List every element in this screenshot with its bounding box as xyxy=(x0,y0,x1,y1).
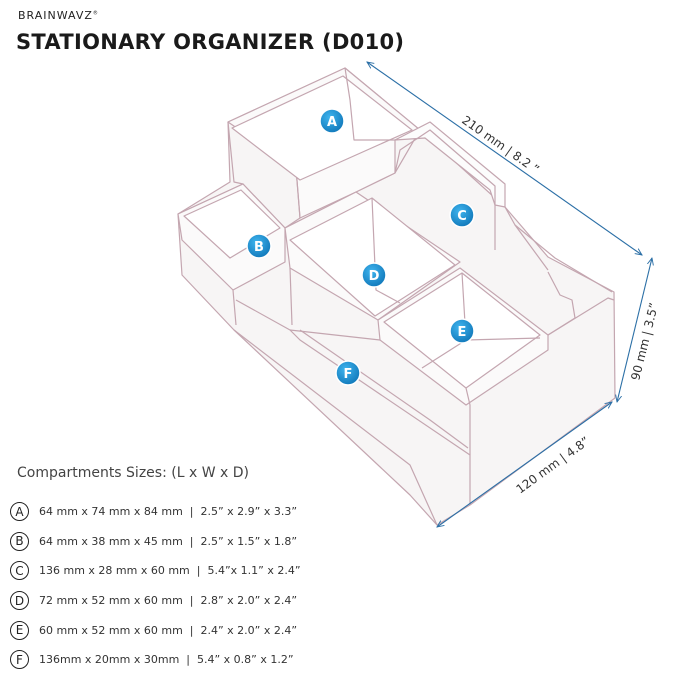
sizes-heading: Compartments Sizes: (L x W x D) xyxy=(17,465,249,481)
width-dimension-line xyxy=(437,402,612,527)
size-row-d: D 72 mm x 52 mm x 60 mm | 2.8” x 2.0” x … xyxy=(10,586,301,616)
badge-f-label: F xyxy=(344,367,353,382)
size-text-e: 60 mm x 52 mm x 60 mm | 2.4” x 2.0” x 2.… xyxy=(39,623,298,637)
size-text-c: 136 mm x 28 mm x 60 mm | 5.4”x 1.1” x 2.… xyxy=(39,564,301,578)
page-title: STATIONARY ORGANIZER (D010) xyxy=(16,30,405,54)
size-row-b: B 64 mm x 38 mm x 45 mm | 2.5” x 1.5” x … xyxy=(10,527,301,557)
size-text-f: 136mm x 20mm x 30mm | 5.4” x 0.8” x 1.2” xyxy=(39,653,294,667)
badge-b-label: B xyxy=(254,240,264,255)
badge-c-label: C xyxy=(457,209,467,224)
brand-logo: BRAINWAVZ® xyxy=(18,9,99,22)
badge-a-label: A xyxy=(327,115,337,130)
size-text-a: 64 mm x 74 mm x 84 mm | 2.5” x 2.9” x 3.… xyxy=(39,505,298,519)
badge-a: A xyxy=(319,108,345,134)
size-row-e: E 60 mm x 52 mm x 60 mm | 2.4” x 2.0” x … xyxy=(10,615,301,645)
badge-f: F xyxy=(335,360,361,386)
badge-d: D xyxy=(361,262,387,288)
badge-c: C xyxy=(449,202,475,228)
organizer-body xyxy=(177,67,616,526)
size-row-f: F 136mm x 20mm x 30mm | 5.4” x 0.8” x 1.… xyxy=(10,645,301,675)
badge-e: E xyxy=(449,318,475,344)
size-letter-b: B xyxy=(10,531,29,551)
badge-b: B xyxy=(246,233,272,259)
size-text-d: 72 mm x 52 mm x 60 mm | 2.8” x 2.0” x 2.… xyxy=(39,594,298,608)
size-letter-c: C xyxy=(10,561,29,581)
length-dimension-line xyxy=(367,62,642,255)
size-row-a: A 64 mm x 74 mm x 84 mm | 2.5” x 2.9” x … xyxy=(10,497,301,527)
badge-e-label: E xyxy=(458,325,467,340)
size-letter-f: F xyxy=(10,650,29,670)
dimension-lines xyxy=(367,62,652,527)
size-letter-a: A xyxy=(10,502,29,522)
sizes-list: A 64 mm x 74 mm x 84 mm | 2.5” x 2.9” x … xyxy=(10,497,301,675)
size-letter-e: E xyxy=(10,620,29,640)
size-row-c: C 136 mm x 28 mm x 60 mm | 5.4”x 1.1” x … xyxy=(10,556,301,586)
size-text-b: 64 mm x 38 mm x 45 mm | 2.5” x 1.5” x 1.… xyxy=(39,534,298,548)
badge-d-label: D xyxy=(369,269,380,284)
size-letter-d: D xyxy=(10,591,29,611)
height-label: 90 mm | 3.5” xyxy=(628,301,661,381)
height-dimension-line xyxy=(617,258,652,402)
